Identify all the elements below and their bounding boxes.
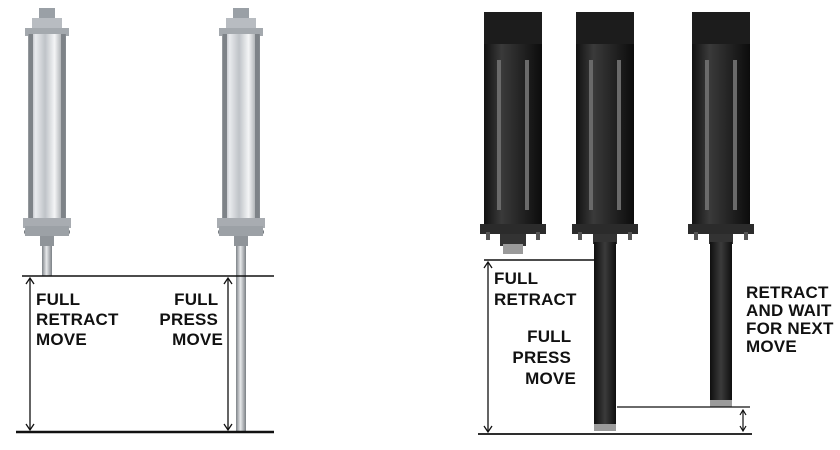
black-actuator-retract-wait xyxy=(688,12,754,407)
full-press-move-label-right: FULL PRESS MOVE xyxy=(512,327,576,388)
black-actuator-retracted xyxy=(480,12,546,254)
left-stroke-guides xyxy=(16,275,274,434)
silver-cylinder-extended xyxy=(217,8,265,432)
right-stroke-guides xyxy=(478,259,752,435)
black-actuator-full-press xyxy=(572,12,638,431)
full-retract-label: FULL RETRACT xyxy=(494,269,577,309)
retract-and-wait-label: RETRACT AND WAIT FOR NEXT MOVE xyxy=(746,283,838,356)
full-press-move-label: FULL PRESS MOVE xyxy=(159,290,223,349)
right-panel: FULL RETRACT FULL PRESS MOVE RETRACT AND… xyxy=(478,12,838,435)
left-panel: FULL RETRACT MOVE FULL PRESS MOVE xyxy=(16,8,274,434)
silver-cylinder-retracted xyxy=(23,8,71,276)
full-retract-move-label: FULL RETRACT MOVE xyxy=(36,290,124,349)
